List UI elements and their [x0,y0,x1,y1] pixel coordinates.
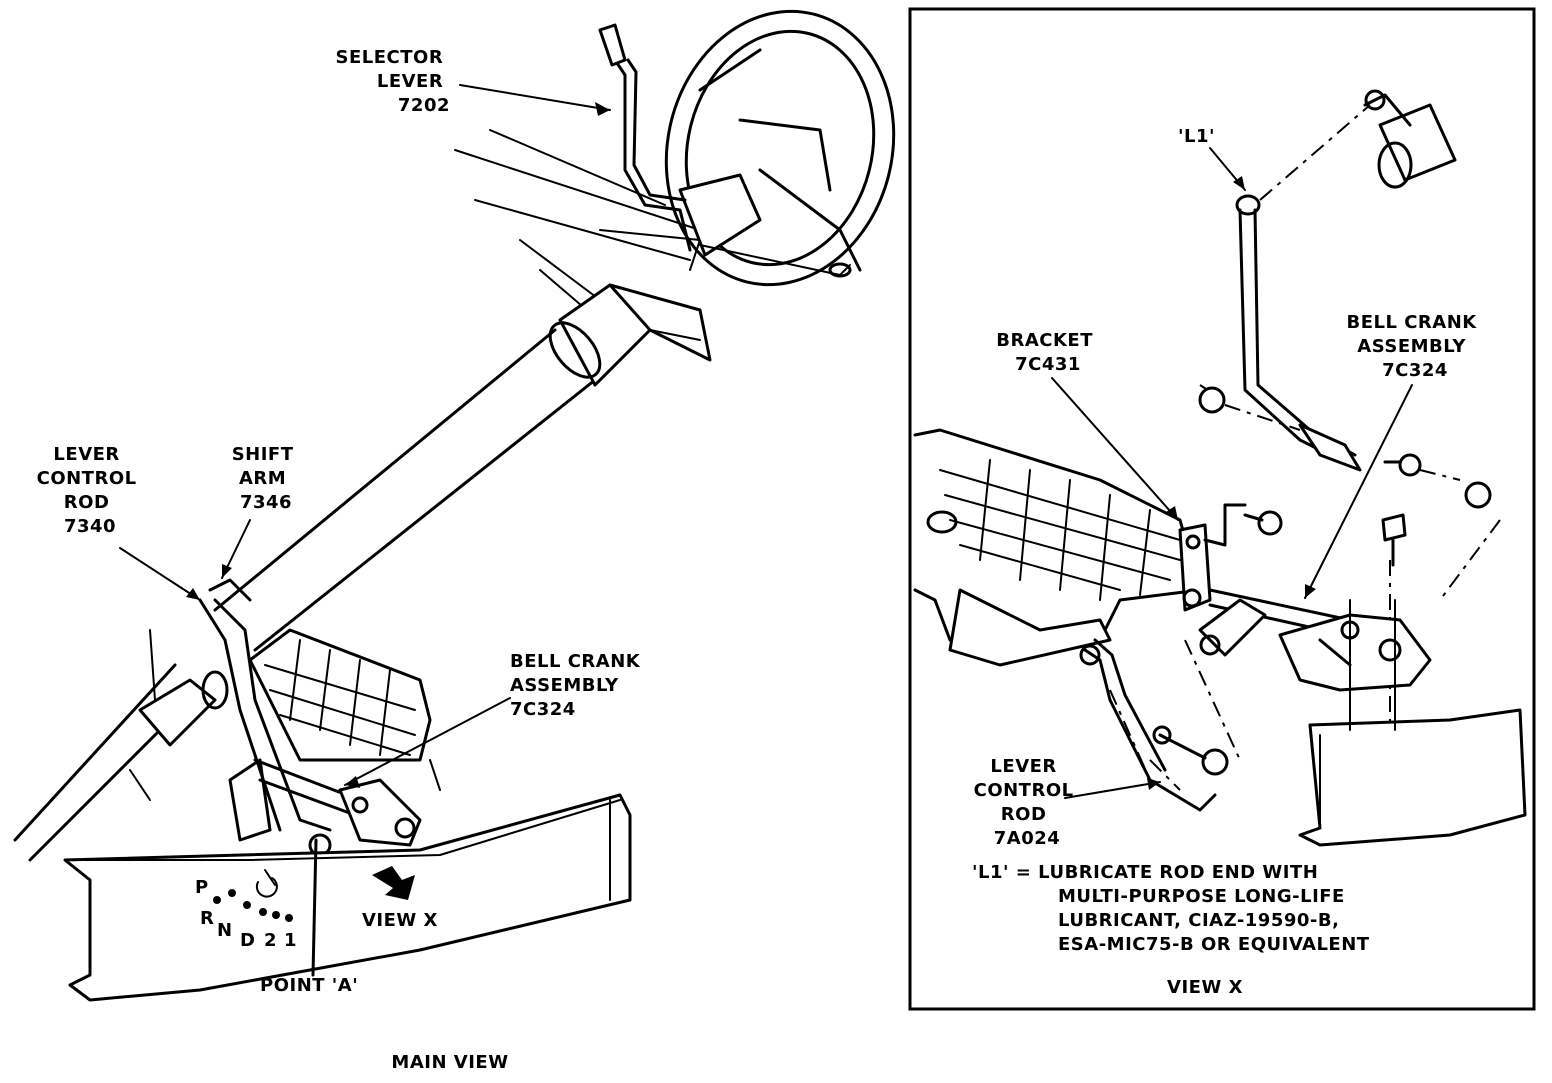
transmission-casting [248,628,441,791]
gear-label-r: R [200,908,214,929]
view-x-control-rod [1079,638,1217,812]
gear-detents [213,869,293,922]
lubrication-note: 'L1' = LUBRICATE ROD END WITH MULTI-PURP… [972,862,1370,955]
view-x-bell-crank-label: BELL CRANK ASSEMBLY 7C324 [1346,312,1483,381]
view-x-transmission [913,428,1202,667]
steering-column [213,283,712,652]
view-x-drawing [913,89,1527,847]
view-x-reference-label: VIEW X [362,910,438,931]
gear-label-1: 1 [284,930,297,951]
l1-marker-label: 'L1' [1178,126,1215,147]
gear-label-2: 2 [264,930,277,951]
selector-lever-label: SELECTOR LEVER 7202 [336,47,450,116]
view-x-bell-crank [1198,588,1432,692]
view-x-frame-member [1298,599,1527,847]
view-x-arrow-icon [372,866,415,900]
view-x-fasteners [1152,386,1492,776]
main-leader-lines [119,84,611,788]
gear-label-p: P [195,877,209,898]
frame-crossmember [63,793,632,1002]
bracket-label: BRACKET 7C431 [996,330,1100,375]
view-x-caption: VIEW X [1167,977,1243,998]
lower-column [13,578,332,862]
gear-label-n: N [217,920,233,941]
steering-wheel [664,9,896,287]
main-view-caption: MAIN VIEW [391,1052,508,1073]
gear-position-labels: P R N D 2 1 [195,877,297,951]
point-a-line [311,838,318,977]
main-bell-crank [228,758,422,857]
shift-arm-label: SHIFT ARM 7346 [232,444,301,513]
main-bell-crank-label: BELL CRANK ASSEMBLY 7C324 [510,651,647,720]
view-x-centerlines [1109,104,1501,791]
selector-lever-handle [598,23,692,252]
main-view-drawing [13,9,896,1002]
point-a-label: POINT 'A' [260,975,358,996]
gear-label-d: D [240,930,255,951]
lever-control-rod-label: LEVER CONTROL ROD 7340 [37,444,144,537]
view-x-frame [908,7,1536,1011]
view-x-lever-rod [1235,194,1362,472]
column-clamp [1363,89,1457,189]
view-x-bracket [1178,503,1247,612]
view-x-leader-lines [1051,147,1413,799]
view-x-control-rod-label: LEVER CONTROL ROD 7A024 [974,756,1081,849]
